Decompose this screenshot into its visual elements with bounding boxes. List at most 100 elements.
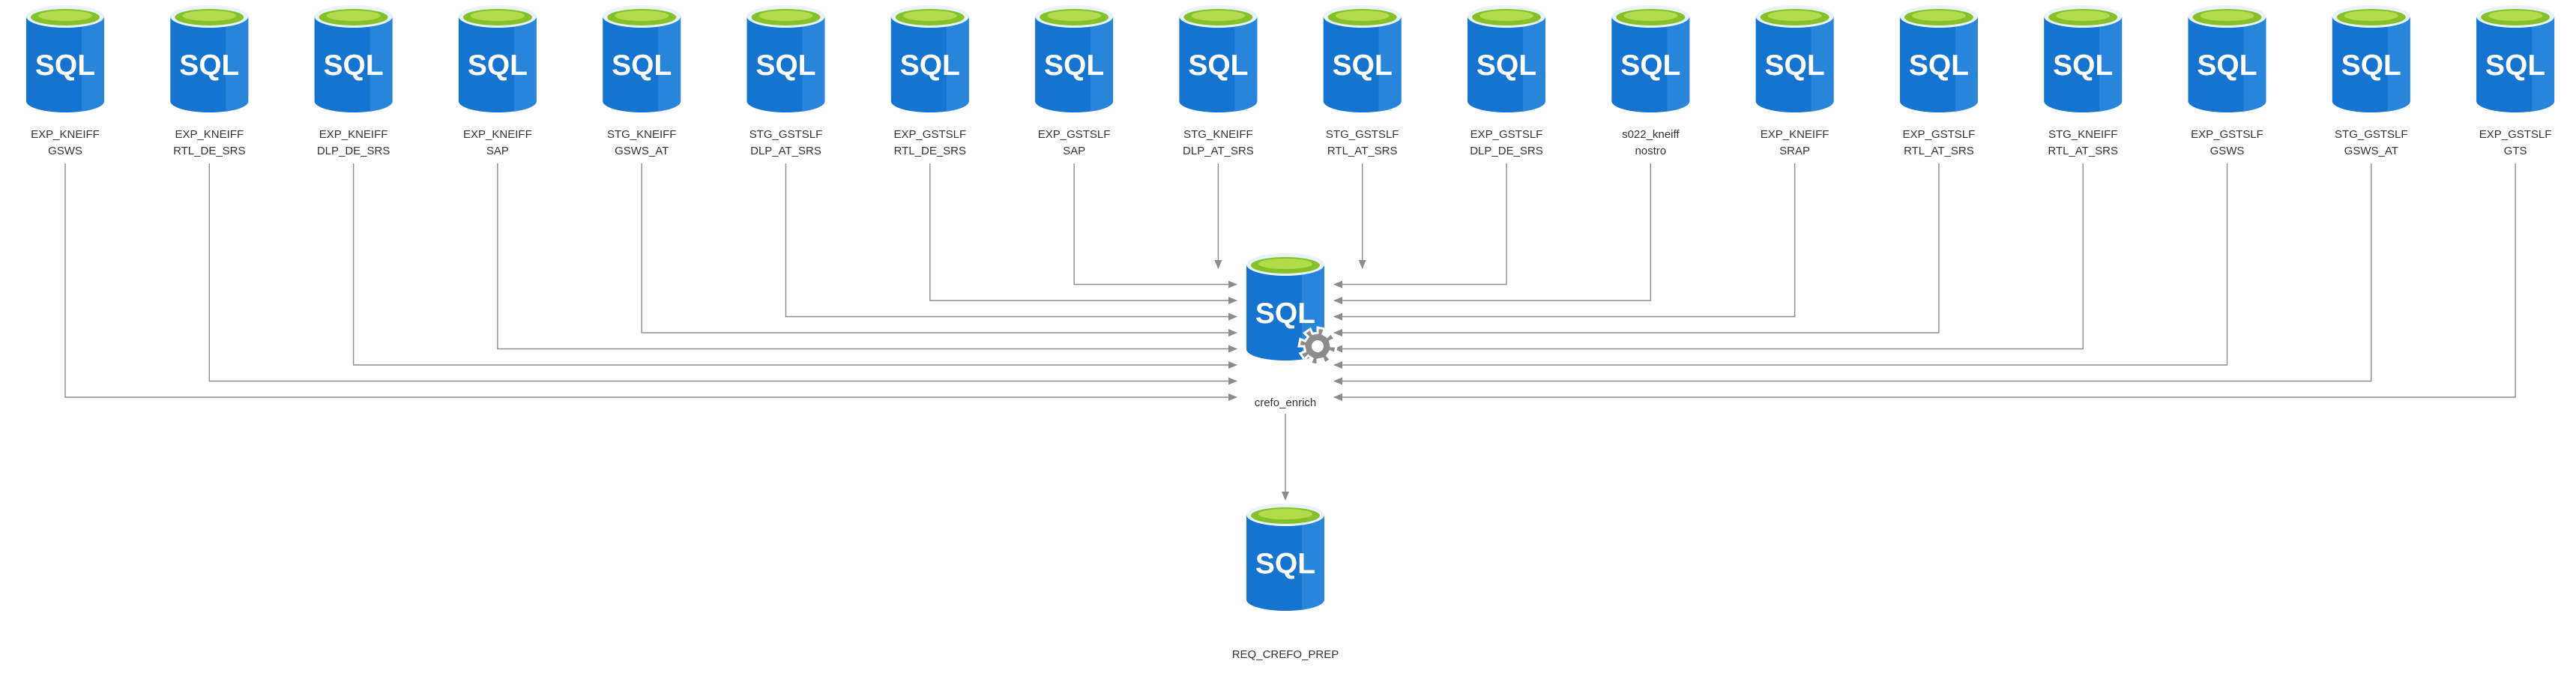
source-label-line2: RTL_AT_SRS: [1904, 145, 1974, 157]
gear-icon: [1297, 326, 1338, 366]
source-label-line1: EXP_KNEIFF: [319, 128, 388, 141]
sql-database-icon: SQL: [1611, 5, 1690, 112]
sql-database-icon: SQL: [1755, 5, 1834, 112]
sql-database-icon: SQL: [2044, 5, 2123, 112]
sql-badge-text: SQL: [2197, 49, 2257, 82]
source-label-line1: EXP_KNEIFF: [175, 128, 244, 141]
process-label: crefo_enrich: [1255, 396, 1317, 409]
source-database[interactable]: SQL STG_GSTSLF RTL_AT_SRS: [1323, 5, 1402, 157]
source-label-line2: GTS: [2504, 145, 2527, 157]
connector-arrow: [208, 163, 1237, 385]
connector-arrow: [1333, 163, 1940, 337]
source-label-line1: EXP_KNEIFF: [463, 128, 532, 141]
sql-badge-text: SQL: [2341, 49, 2401, 82]
connector-arrow: [1333, 163, 1796, 321]
connector-arrow: [352, 163, 1237, 369]
sql-database-icon: SQL: [2188, 5, 2266, 112]
source-label-line2: GSWS_AT: [2344, 145, 2398, 157]
nodes: SQLEXP_KNEIFFGSWSSQLEXP_KNEIFFRTL_DE_SRS…: [26, 5, 2555, 661]
sql-database-icon: SQL: [1323, 5, 1402, 112]
connectors: [64, 163, 2516, 501]
sql-database-icon: SQL: [1468, 5, 1546, 112]
sql-badge-text: SQL: [612, 49, 672, 82]
source-label-line1: EXP_GSTSLF: [1903, 128, 1976, 141]
sql-badge-text: SQL: [179, 49, 239, 82]
sql-database-icon: SQL: [890, 5, 969, 112]
connector-arrow: [1073, 163, 1237, 289]
source-database[interactable]: SQL EXP_GSTSLF SAP: [1035, 5, 1114, 157]
source-label-line1: STG_GSTSLF: [1326, 128, 1399, 141]
source-database[interactable]: SQL EXP_GSTSLF RTL_AT_SRS: [1899, 5, 1978, 157]
source-label-line2: SAP: [1063, 145, 1085, 157]
sql-badge-text: SQL: [755, 49, 815, 82]
source-label-line1: EXP_GSTSLF: [2479, 128, 2552, 141]
sql-badge-text: SQL: [1044, 49, 1104, 82]
connector-arrow: [1333, 163, 2228, 369]
source-label-line1: EXP_GSTSLF: [2191, 128, 2263, 141]
source-database[interactable]: SQL STG_KNEIFF RTL_AT_SRS: [2044, 5, 2123, 157]
source-database[interactable]: SQL EXP_GSTSLF GSWS: [2188, 5, 2266, 157]
connector-arrow: [1333, 163, 1651, 304]
source-label-line2: nostro: [1635, 145, 1666, 157]
sql-badge-text: SQL: [1255, 548, 1315, 580]
connector-arrow: [1333, 163, 2372, 385]
sql-badge-text: SQL: [1255, 298, 1315, 330]
source-label-line1: STG_KNEIFF: [2048, 128, 2118, 141]
sql-badge-text: SQL: [1188, 49, 1248, 82]
sql-database-icon: SQL: [170, 5, 249, 112]
sql-badge-text: SQL: [1909, 49, 1969, 82]
source-label-line2: RTL_AT_SRS: [2048, 145, 2118, 157]
process-node[interactable]: SQL crefo_enrich: [1246, 253, 1338, 409]
source-label-line1: STG_KNEIFF: [607, 128, 677, 141]
source-label-line2: RTL_DE_SRS: [173, 145, 245, 157]
sql-database-icon: SQL: [2476, 5, 2555, 112]
source-label-line2: DLP_DE_SRS: [317, 145, 390, 157]
sql-database-icon: SQL: [746, 5, 825, 112]
source-database[interactable]: SQL STG_KNEIFF GSWS_AT: [603, 5, 681, 157]
source-label-line2: RTL_DE_SRS: [894, 145, 966, 157]
source-label-line1: STG_GSTSLF: [749, 128, 823, 141]
sql-database-icon: SQL: [1246, 504, 1325, 611]
sql-database-icon: SQL: [2332, 5, 2410, 112]
connector-arrow: [929, 163, 1237, 304]
source-label-line1: EXP_GSTSLF: [1038, 128, 1111, 141]
sql-badge-text: SQL: [324, 49, 384, 82]
sql-badge-text: SQL: [35, 49, 95, 82]
connector-arrow: [64, 163, 1237, 401]
sql-database-icon: SQL: [458, 5, 537, 112]
sql-database-icon: SQL: [1899, 5, 1978, 112]
sql-database-icon: SQL: [1179, 5, 1258, 112]
sql-badge-text: SQL: [2053, 49, 2113, 82]
sql-database-icon: SQL: [1035, 5, 1114, 112]
source-label-line2: GSWS_AT: [615, 145, 669, 157]
source-database[interactable]: SQL EXP_KNEIFF RTL_DE_SRS: [170, 5, 249, 157]
source-label-line2: GSWS: [2210, 145, 2245, 157]
sql-database-icon: SQL: [314, 5, 393, 112]
sql-badge-text: SQL: [900, 49, 960, 82]
sql-database-icon: SQL: [26, 5, 105, 112]
source-database[interactable]: SQL EXP_KNEIFF DLP_DE_SRS: [314, 5, 393, 157]
connector-arrow: [1333, 163, 1507, 289]
sql-badge-text: SQL: [1620, 49, 1680, 82]
source-database[interactable]: SQL EXP_GSTSLF GTS: [2476, 5, 2555, 157]
connector-arrow: [1333, 163, 2084, 353]
source-label-line1: EXP_KNEIFF: [1761, 128, 1830, 141]
connector-arrow: [497, 163, 1237, 353]
sql-database-icon: SQL: [603, 5, 681, 112]
connector-arrow: [785, 163, 1237, 321]
source-label-line2: GSWS: [48, 145, 82, 157]
source-label-line1: EXP_GSTSLF: [1471, 128, 1543, 141]
source-label-line2: RTL_AT_SRS: [1327, 145, 1398, 157]
source-label-line2: DLP_AT_SRS: [1183, 145, 1254, 157]
